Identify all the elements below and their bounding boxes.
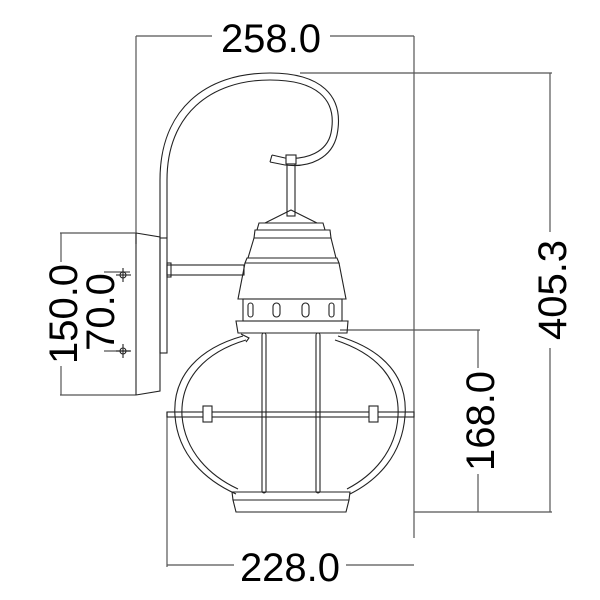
dimension-label-height: 405.3: [531, 240, 575, 340]
vent-slot: [247, 302, 254, 318]
dimension-overall-depth: 258.0: [135, 17, 415, 538]
band-clip: [368, 405, 379, 423]
mounting-hole-top: [116, 268, 131, 282]
dimension-label-width: 228.0: [240, 546, 340, 590]
mounting-hole-bottom: [116, 344, 131, 358]
dimension-label-holes: 70.0: [79, 273, 123, 351]
vent-slot: [301, 302, 310, 318]
dimension-globe-height: 168.0: [340, 329, 503, 512]
lantern-globe-cage: [166, 332, 415, 513]
dimension-label-globe: 168.0: [459, 371, 503, 471]
dimension-overall-height: 405.3: [300, 72, 575, 513]
wall-backplate: [135, 232, 168, 396]
dimension-backplate-height: 150.0: [42, 232, 136, 396]
lantern-top-cap: [235, 222, 349, 334]
dimension-hole-spacing: 70.0: [79, 268, 131, 358]
dimension-label-depth: 258.0: [221, 17, 321, 61]
dimension-lantern-width: 228.0: [166, 412, 414, 590]
lantern-arm: [159, 72, 339, 278]
dimension-label-backplate: 150.0: [42, 264, 86, 364]
vent-slot: [272, 302, 281, 318]
vent-slot: [328, 302, 335, 318]
band-clip: [202, 405, 213, 423]
